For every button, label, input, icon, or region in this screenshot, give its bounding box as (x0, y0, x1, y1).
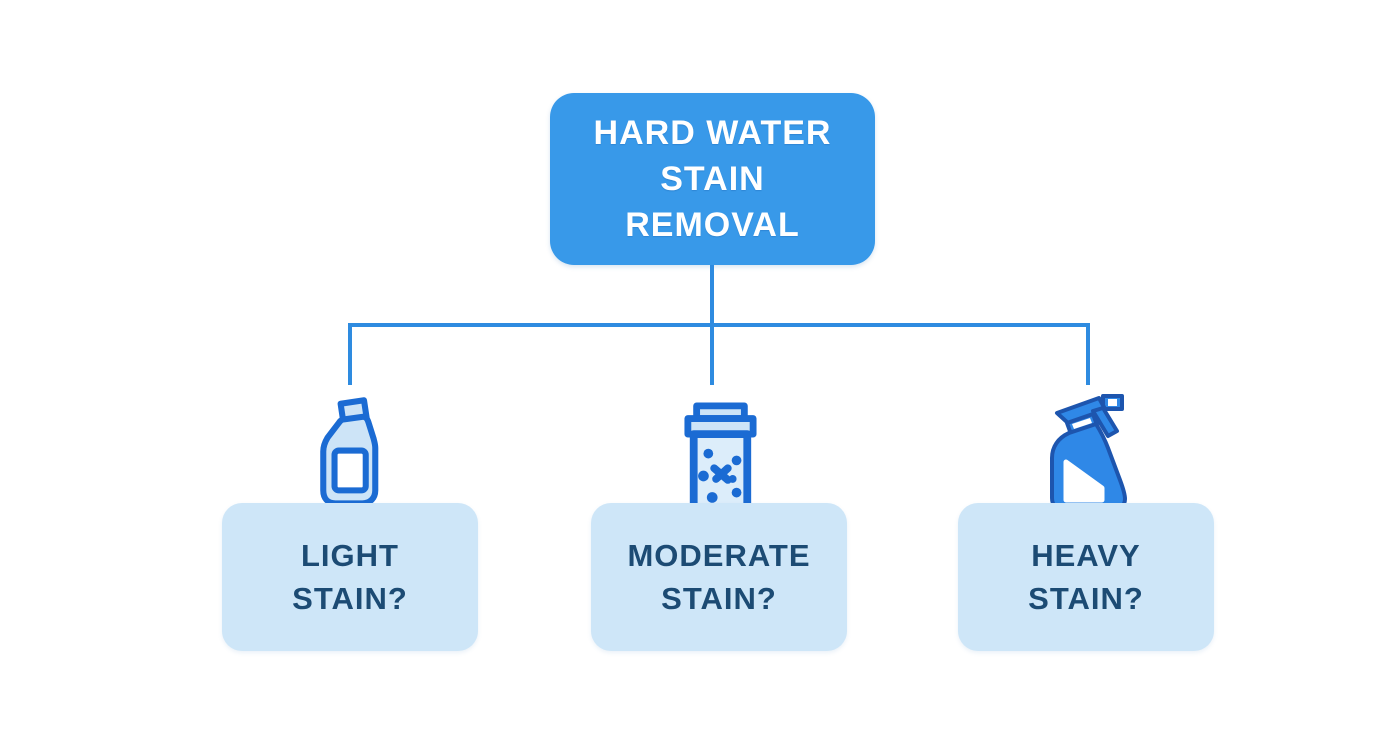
child-node-moderate-label-line1: MODERATE (627, 538, 811, 573)
child-node-heavy-label-line2: STAIN? (1028, 581, 1144, 616)
child-node-light-stain: LIGHT STAIN? (222, 503, 478, 651)
child-node-moderate-stain: MODERATE STAIN? (591, 503, 847, 651)
connector-drop-moderate (710, 323, 714, 385)
connector-root-stem (710, 265, 714, 327)
root-node-label-line2: STAIN (660, 160, 765, 198)
child-node-light-label-line2: STAIN? (292, 581, 408, 616)
root-node-label-line1: HARD WATER (593, 114, 832, 152)
connector-drop-heavy (1086, 323, 1090, 385)
spray-bottle-icon (1044, 392, 1136, 512)
root-node-label-line3: REMOVAL (625, 206, 800, 244)
child-node-light-label-line1: LIGHT (301, 538, 399, 573)
child-node-moderate-label-line2: STAIN? (661, 581, 777, 616)
root-node-hard-water-stain-removal: HARD WATER STAIN REMOVAL (550, 93, 875, 265)
connector-horizontal-bar (348, 323, 1090, 327)
child-node-heavy-label-line1: HEAVY (1031, 538, 1141, 573)
child-node-heavy-stain: HEAVY STAIN? (958, 503, 1214, 651)
vinegar-bottle-icon (312, 393, 390, 515)
connector-drop-light (348, 323, 352, 385)
baking-soda-jar-icon (676, 402, 764, 514)
